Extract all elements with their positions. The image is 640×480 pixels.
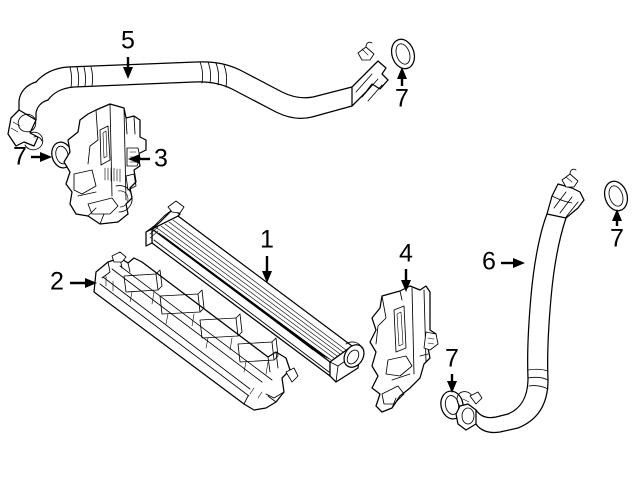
callout-6-label: 6 xyxy=(482,248,496,276)
part-air-duct-shroud[interactable] xyxy=(93,251,299,411)
callout-7-upper-left-arrowhead xyxy=(40,152,52,162)
callout-1-arrowhead xyxy=(262,271,272,283)
part-right-mounting-bracket[interactable] xyxy=(369,285,439,413)
radiator-fin-lines xyxy=(154,219,347,361)
callout-7-upper-middle-label: 7 xyxy=(395,85,409,113)
callout-5-label: 5 xyxy=(121,27,135,55)
hose-rib-group-left xyxy=(69,66,94,88)
hose-right-end-fitting xyxy=(351,41,389,107)
callout-3-arrowhead xyxy=(128,154,140,164)
callout-2-label: 2 xyxy=(50,268,64,296)
part-o-ring-upper-middle[interactable] xyxy=(388,36,418,71)
part-left-mounting-bracket[interactable] xyxy=(63,103,147,225)
callout-7-lower-right-label: 7 xyxy=(445,345,459,373)
callout-7-lower-right-arrowhead xyxy=(447,381,457,393)
part-oil-cooler-radiator-core[interactable] xyxy=(145,200,368,383)
callout-7-upper-right-arrowhead xyxy=(612,209,622,221)
callout-4-label: 4 xyxy=(399,240,413,268)
lower-hose-top-end-fitting xyxy=(546,168,585,219)
bracket-rib-hatching xyxy=(104,167,121,183)
callout-7-lower-right: 7 xyxy=(445,345,459,393)
callout-7-upper-left: 7 xyxy=(13,143,52,171)
part-upper-coolant-hose[interactable] xyxy=(7,41,389,151)
callout-7-upper-middle-arrowhead xyxy=(397,67,407,79)
callout-2: 2 xyxy=(50,268,97,296)
duct-internal-baffles xyxy=(123,269,279,375)
part-lower-coolant-hose[interactable] xyxy=(455,168,585,434)
lower-hose-rib-group xyxy=(527,368,549,390)
callout-3-label: 3 xyxy=(154,145,168,173)
radiator-right-end-tank-port xyxy=(329,341,365,383)
part-o-ring-upper-right[interactable] xyxy=(601,178,631,213)
callout-4: 4 xyxy=(399,240,413,292)
callout-2-arrowhead xyxy=(85,278,97,288)
callout-1-label: 1 xyxy=(260,226,274,254)
callout-6-arrowhead xyxy=(513,258,525,268)
callout-1: 1 xyxy=(260,226,274,283)
lower-hose-left-end-fitting xyxy=(455,391,483,431)
callout-7-upper-middle: 7 xyxy=(395,67,409,113)
callout-5: 5 xyxy=(121,27,135,79)
callout-4-arrowhead xyxy=(401,280,411,292)
callout-5-arrowhead xyxy=(123,67,133,79)
callout-3: 3 xyxy=(128,145,168,173)
hose-left-end-fitting xyxy=(7,109,44,151)
radiator-left-end-tank xyxy=(145,200,185,247)
callout-6: 6 xyxy=(482,248,525,276)
callout-7-upper-right-label: 7 xyxy=(610,225,624,253)
hose-rib-group-middle xyxy=(199,61,228,88)
callout-7-upper-right: 7 xyxy=(610,209,624,253)
callout-7-upper-left-label: 7 xyxy=(13,143,27,171)
